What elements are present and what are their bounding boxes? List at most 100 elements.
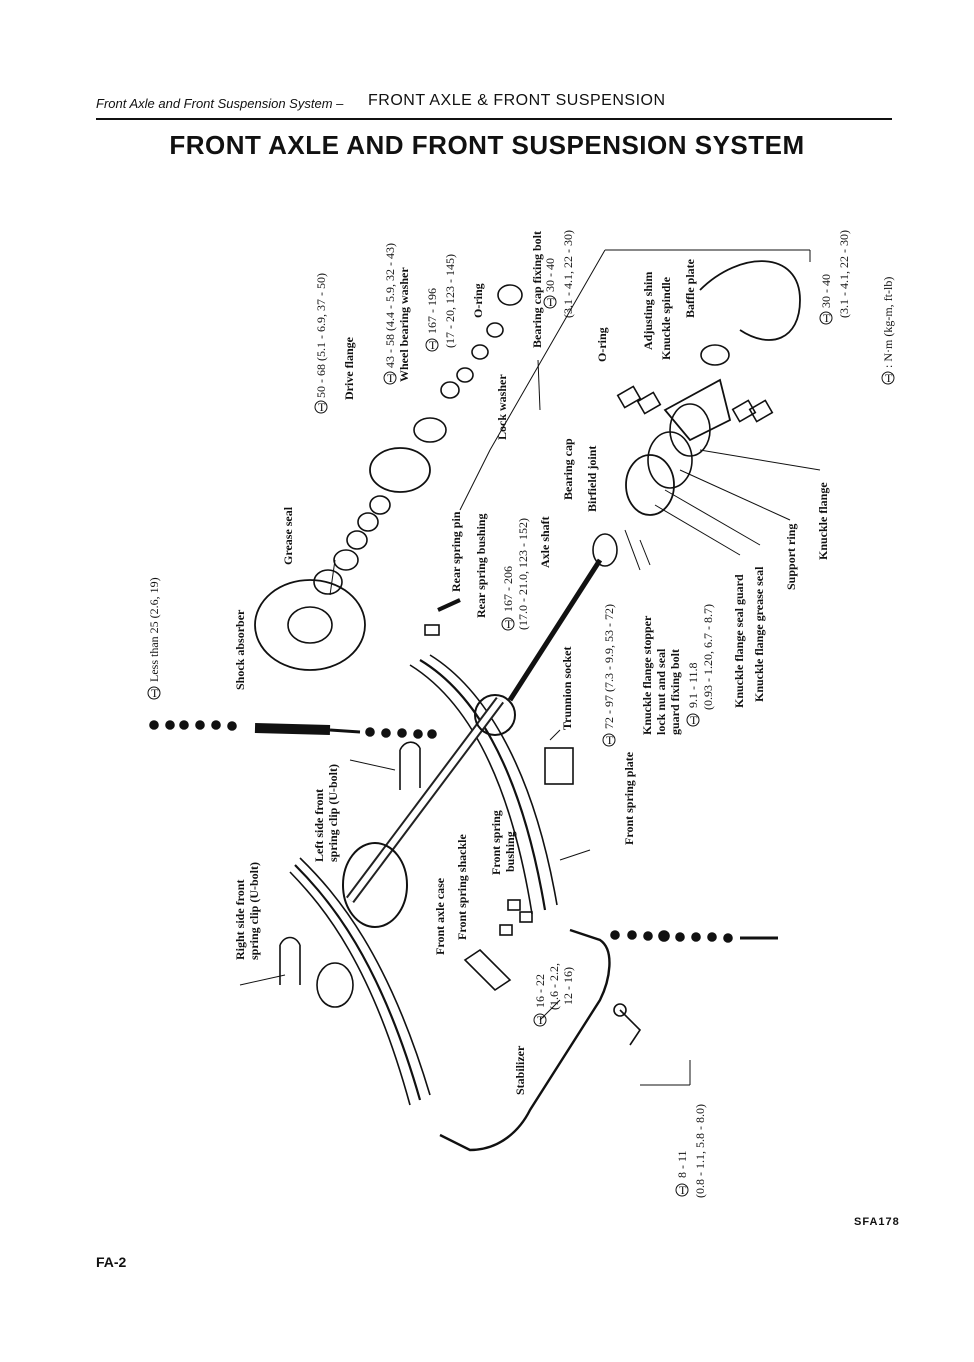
torque-bearing-nut: T 167 - 196 (17 - 20, 123 - 145) <box>425 254 457 352</box>
leaf-spring-left-leaf2 <box>299 857 431 1096</box>
rear-spring-pin <box>437 598 461 612</box>
torque-legend-value: : N·m (kg-m, ft-lb) <box>881 277 895 368</box>
birfield-joint <box>592 533 618 567</box>
label-o-ring: O-ring <box>595 327 609 362</box>
support-ring <box>647 431 693 489</box>
torque-rear-pin: T 167 - 206 (17.0 - 21.0, 123 - 152) <box>501 518 530 631</box>
label-rear-spring-bushing: Rear spring bushing <box>474 514 488 618</box>
torque-stopper: T 9.1 - 11.8 (0.93 - 1.20, 6.7 - 8.7) <box>686 604 715 727</box>
torque-shock: T Less than 25 (2.6, 19) <box>147 577 161 700</box>
torque-stopper-value-2: (0.93 - 1.20, 6.7 - 8.7) <box>701 604 715 710</box>
label-left-spring-clip-2: spring clip (U-bolt) <box>326 764 340 862</box>
torque-drive-flange-value: 50 - 68 (5.1 - 6.9, 37 - 50) <box>314 273 328 398</box>
torque-baffle-bolt-value-1: 30 - 40 <box>819 274 833 308</box>
torque-symbol-legend: T <box>885 371 893 385</box>
torque-symbol-washer-nut: T <box>387 371 395 385</box>
shock-absorber-rod <box>329 728 361 734</box>
baffle-plate <box>699 260 801 341</box>
front-spring-shackle <box>463 948 512 992</box>
torque-bearing-cap-bolt-value-1: 30 - 40 <box>543 258 557 292</box>
torque-bracket: T 8 - 11 (0.8 - 1.1, 5.8 - 8.0) <box>675 1104 707 1198</box>
torque-stabilizer-value-2: (1.6 - 2.2, <box>547 963 561 1010</box>
torque-values: T 50 - 68 (5.1 - 6.9, 37 - 50) T 43 - 58… <box>147 230 895 1198</box>
label-grease-seal: Grease seal <box>281 506 295 565</box>
torque-stabilizer-value-3: 12 - 16) <box>561 967 575 1005</box>
front-spring-plate <box>544 747 574 785</box>
label-support-ring: Support ring <box>784 524 798 590</box>
shock-absorber <box>254 723 331 735</box>
trunnion-socket <box>474 694 516 736</box>
label-front-axle-case: Front axle case <box>433 877 447 955</box>
label-knuckle-flange-stopper-1: Knuckle flange stopper <box>640 615 654 735</box>
torque-symbol-stopper: T <box>690 713 698 727</box>
axle-case-tube-inner <box>347 698 503 902</box>
label-knuckle-flange-stopper-2: lock nut and seal <box>654 648 668 735</box>
torque-spring-plate: T 72 - 97 (7.3 - 9.9, 53 - 72) <box>602 604 616 747</box>
chapter-title: FRONT AXLE & FRONT SUSPENSION <box>368 92 666 109</box>
torque-washer-nut-value: 43 - 58 (4.4 - 5.9, 32 - 43) <box>383 243 397 368</box>
torque-symbol-stabilizer: T <box>537 1013 545 1027</box>
knuckle-spindle <box>700 344 730 366</box>
leaf-spring-right <box>419 659 547 911</box>
leaf-spring-right-leaf <box>429 654 558 906</box>
label-front-spring-shackle: Front spring shackle <box>455 834 469 940</box>
label-knuckle-flange-seal-guard: Knuckle flange seal guard <box>732 574 746 708</box>
label-birfield-joint: Birfield joint <box>585 446 599 512</box>
leaf-spring-right-leaf2 <box>409 664 533 915</box>
label-knuckle-flange-stopper-3: guard fixing bolt <box>668 649 682 735</box>
torque-stopper-value-1: 9.1 - 11.8 <box>686 662 700 708</box>
page-header: Front Axle and Front Suspension System –… <box>96 92 892 120</box>
differential-housing <box>342 842 408 928</box>
stabilizer-bracket <box>619 1009 642 1046</box>
label-adjusting-shim: Adjusting shim <box>641 272 655 350</box>
u-bolt-left <box>399 741 421 790</box>
torque-symbol-bearing-nut: T <box>429 338 437 352</box>
label-trunnion-socket: Trunnion socket <box>560 647 574 730</box>
stabilizer-link-parts <box>610 930 733 943</box>
label-shock-absorber: Shock absorber <box>233 609 247 690</box>
label-front-spring-plate: Front spring plate <box>622 751 636 845</box>
torque-symbol-baffle-bolt: T <box>823 311 831 325</box>
adjusting-shim-4 <box>748 399 774 423</box>
torque-legend: T : N·m (kg-m, ft-lb) <box>881 277 895 385</box>
label-axle-shaft: Axle shaft <box>538 516 552 568</box>
axle-shaft <box>507 558 603 702</box>
shock-washers <box>149 720 437 739</box>
label-o-ring-top: O-ring <box>471 283 485 318</box>
torque-shock-value: Less than 25 (2.6, 19) <box>147 577 161 682</box>
page-title: FRONT AXLE AND FRONT SUSPENSION SYSTEM <box>169 130 805 160</box>
stabilizer-bar <box>439 928 611 1152</box>
pinion-flange <box>316 962 354 1008</box>
drive-flange <box>413 417 447 443</box>
label-left-spring-clip-1: Left side front <box>312 789 326 862</box>
torque-bearing-cap-bolt-value-2: (3.1 - 4.1, 22 - 30) <box>561 230 575 318</box>
label-stabilizer: Stabilizer <box>513 1045 527 1095</box>
figure-code: SFA178 <box>854 1216 900 1228</box>
torque-symbol-drive-flange: T <box>318 400 326 414</box>
torque-symbol-spring-plate: T <box>606 733 614 747</box>
leaf-spring-left-leaf <box>289 871 411 1106</box>
torque-rear-pin-value-2: (17.0 - 21.0, 123 - 152) <box>516 518 530 630</box>
torque-stabilizer-value-1: 16 - 22 <box>533 974 547 1008</box>
torque-baffle-bolt: T 30 - 40 (3.1 - 4.1, 22 - 30) <box>819 230 851 325</box>
torque-bracket-value-2: (0.8 - 1.1, 5.8 - 8.0) <box>693 1104 707 1198</box>
adjusting-shim <box>616 385 642 409</box>
label-front-spring-bushing-2: bushing <box>503 831 517 872</box>
torque-symbol-shock: T <box>151 686 159 700</box>
knuckle-flange-seal <box>625 454 675 516</box>
torque-baffle-bolt-value-2: (3.1 - 4.1, 22 - 30) <box>837 230 851 318</box>
label-bearing-cap-fixing-bolt: Bearing cap fixing bolt <box>530 231 544 348</box>
label-rear-spring-pin: Rear spring pin <box>449 511 463 592</box>
label-right-spring-clip-1: Right side front <box>233 880 247 960</box>
adjusting-shim-3 <box>731 399 757 423</box>
adjusting-shim-2 <box>636 391 662 415</box>
brake-disc-hub <box>287 606 333 644</box>
torque-washer-nut: T 43 - 58 (4.4 - 5.9, 32 - 43) <box>383 243 397 385</box>
leader-lines <box>239 249 821 1086</box>
torque-bracket-value-1: 8 - 11 <box>675 1150 689 1178</box>
torque-bearing-cap-bolt: T 30 - 40 (3.1 - 4.1, 22 - 30) <box>543 230 575 318</box>
label-baffle-plate: Baffle plate <box>683 258 697 318</box>
u-bolt-right <box>279 936 301 985</box>
torque-stabilizer: T 16 - 22 (1.6 - 2.2, 12 - 16) <box>533 963 575 1027</box>
label-right-spring-clip-2: spring clip (U-bolt) <box>247 862 261 960</box>
